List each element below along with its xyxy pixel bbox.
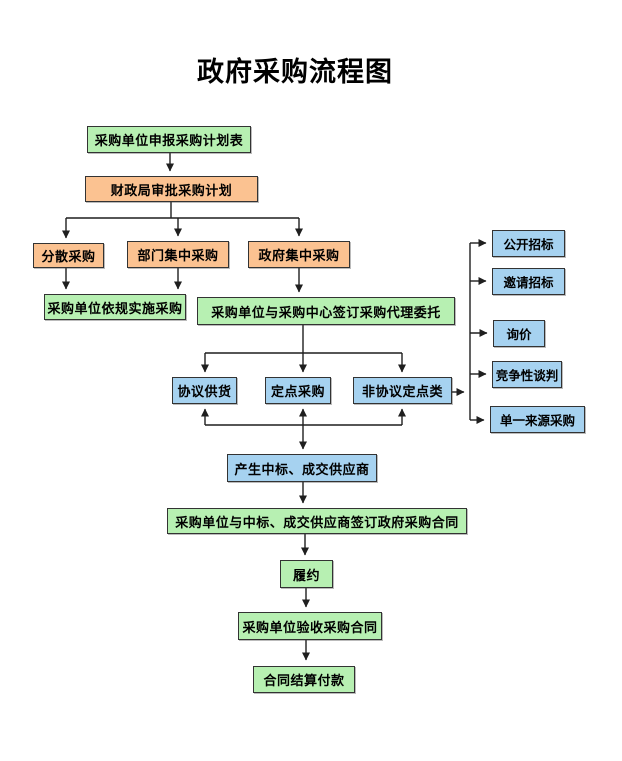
node-inquiry: 询价 [493,320,545,347]
node-finance-approve: 财政局审批采购计划 [85,176,258,202]
node-winning-supplier: 产生中标、成交供应商 [227,454,377,482]
node-single-source: 单一来源采购 [490,406,585,433]
node-settlement: 合同结算付款 [253,666,355,693]
connector-lines [62,153,488,661]
node-sign-contract: 采购单位与中标、成交供应商签订政府采购合同 [167,508,467,534]
node-decentralized: 分散采购 [33,243,104,268]
node-non-agreement: 非协议定点类 [353,377,452,404]
node-fixed-point: 定点采购 [265,377,331,404]
diagram-title: 政府采购流程图 [197,57,393,87]
node-sign-agency: 采购单位与采购中心签订采购代理委托 [197,297,455,325]
node-agreement-supply: 协议供货 [172,377,237,404]
node-implement-by-rule: 采购单位依规实施采购 [44,294,186,320]
node-acceptance: 采购单位验收采购合同 [238,612,382,640]
node-invited-tender: 邀请招标 [492,268,565,295]
node-dept-centralized: 部门集中采购 [127,241,229,268]
node-plan-declare: 采购单位申报采购计划表 [87,126,251,153]
node-competitive-negotiation: 竞争性谈判 [492,361,562,388]
node-perform: 履约 [280,560,333,588]
node-open-tender: 公开招标 [492,230,565,257]
node-gov-centralized: 政府集中采购 [248,241,350,268]
